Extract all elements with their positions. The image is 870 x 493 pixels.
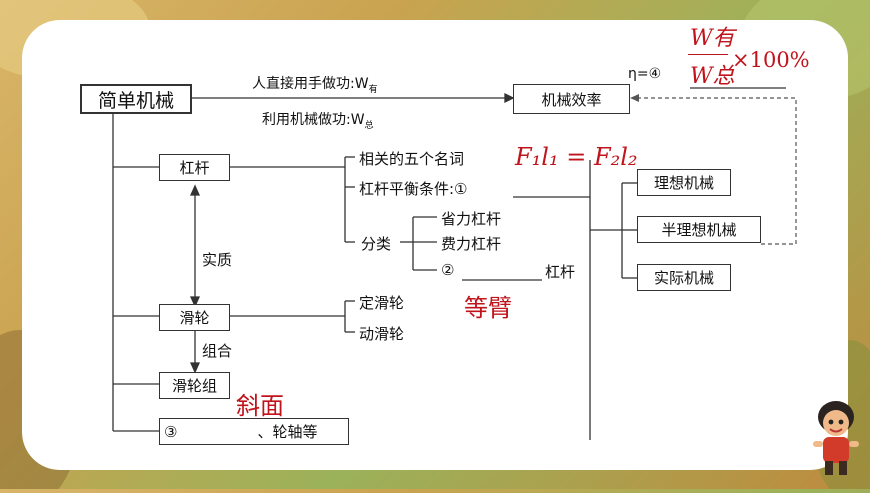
combine-label: 组合 xyxy=(202,342,233,360)
blank3-suffix: 、轮轴等 xyxy=(257,423,318,441)
semi-ideal-machine-box: 半理想机械 xyxy=(637,216,761,243)
ideal-machine-box: 理想机械 xyxy=(637,169,731,196)
blank2-label: ② xyxy=(441,261,455,279)
pulley-box: 滑轮 xyxy=(159,304,230,331)
eta-numerator: W有 xyxy=(690,26,735,51)
eta-percent: ×100% xyxy=(732,48,810,72)
lever-label: 杠杆 xyxy=(179,159,210,177)
eta-fraction-bar xyxy=(688,54,728,55)
pulley-label: 滑轮 xyxy=(179,309,210,327)
movable-pulley-label: 动滑轮 xyxy=(359,325,405,343)
machine-work-label: 利用机械做功:W总 xyxy=(262,112,374,131)
essence-label: 实质 xyxy=(202,251,233,269)
efficiency-label: 机械效率 xyxy=(541,90,602,109)
blank3-prefix: ③ xyxy=(164,422,178,441)
root-label: 简单机械 xyxy=(97,89,174,112)
real-machine-label: 实际机械 xyxy=(653,269,714,287)
equal-arm-answer: 等臂 xyxy=(464,294,512,322)
balance-condition-label: 杠杆平衡条件:① xyxy=(359,180,468,198)
labor-saving-lever-label: 省力杠杆 xyxy=(441,210,502,228)
incline-answer: 斜面 xyxy=(236,392,284,420)
semi-ideal-machine-label: 半理想机械 xyxy=(661,221,737,239)
fixed-pulley-label: 定滑轮 xyxy=(359,294,405,312)
direct-work-label: 人直接用手做功:W有 xyxy=(252,76,378,95)
classification-label: 分类 xyxy=(361,235,392,253)
ideal-machine-label: 理想机械 xyxy=(653,174,714,192)
eta-denominator: W总 xyxy=(690,64,735,89)
mascot-illustration xyxy=(808,395,864,483)
eta-label: η=④ xyxy=(628,66,662,82)
efficiency-box: 机械效率 xyxy=(513,84,630,114)
blank3-box: ③ 、轮轴等 xyxy=(159,418,349,445)
lever-terms-label: 相关的五个名词 xyxy=(359,150,465,168)
blank2-suffix-label: 杠杆 xyxy=(545,263,576,281)
real-machine-box: 实际机械 xyxy=(637,264,731,291)
pulley-group-box: 滑轮组 xyxy=(159,372,230,399)
balance-formula: F₁l₁ = F₂l₂ xyxy=(515,143,638,171)
labor-costing-lever-label: 费力杠杆 xyxy=(441,235,502,253)
pulley-group-label: 滑轮组 xyxy=(171,377,217,395)
lever-box: 杠杆 xyxy=(159,154,230,181)
root-box: 简单机械 xyxy=(80,84,192,114)
